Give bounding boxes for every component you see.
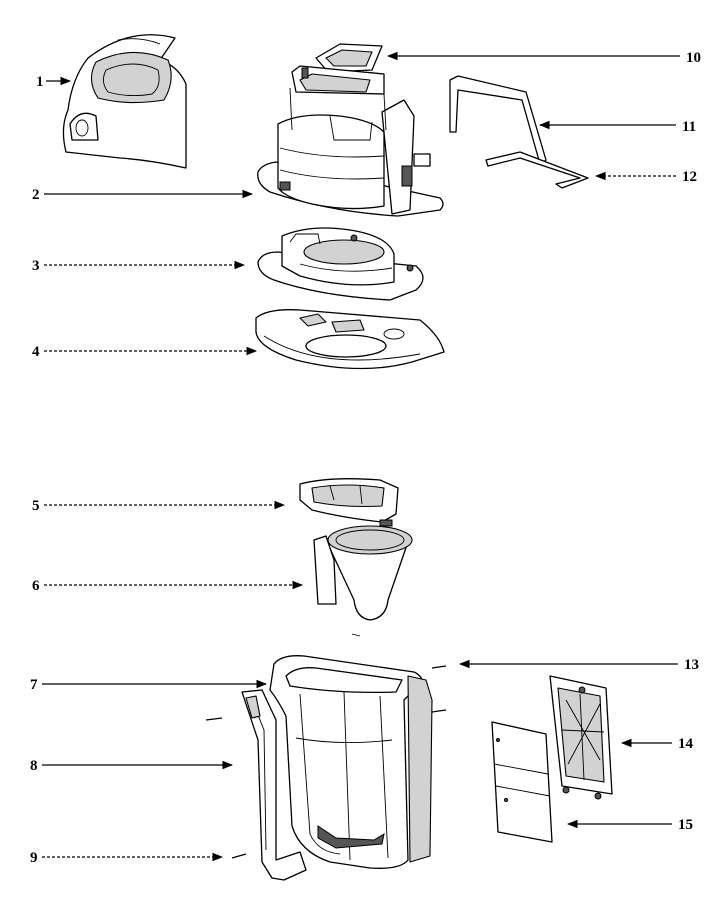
part-11-wire-bracket: [449, 75, 547, 165]
part-15-rear-plate: [491, 721, 553, 843]
callout-1: 1: [36, 74, 44, 90]
part-7-main-body: [269, 655, 433, 869]
callout-3: 3: [32, 258, 40, 274]
callout-10: 10: [686, 50, 701, 66]
callout-6: 6: [32, 578, 40, 594]
part-1-top-cover: [62, 34, 187, 169]
part-9-screw: [231, 853, 247, 859]
part-3-water-tank-base: [257, 227, 424, 301]
callout-8: 8: [30, 758, 38, 774]
callout-9: 9: [30, 850, 38, 866]
part-13-small-screw: [431, 665, 447, 713]
part-8-side-handle: [205, 689, 307, 881]
callout-13: 13: [684, 657, 699, 673]
callout-12: 12: [682, 169, 697, 185]
part-5-filter-holder: [299, 478, 399, 523]
part-4-base-gasket: [255, 309, 445, 370]
callout-11: 11: [682, 119, 696, 135]
part-12-wire-clip: [485, 151, 589, 189]
callout-2: 2: [32, 187, 40, 203]
callout-15: 15: [678, 817, 693, 833]
callout-7: 7: [30, 677, 38, 693]
part-10-lid-frame: [315, 43, 383, 73]
callout-14: 14: [678, 736, 694, 752]
part-14-grille-panel: [549, 675, 613, 800]
callout-5: 5: [32, 498, 40, 514]
part-2-reservoir-housing: [257, 65, 444, 217]
callout-4: 4: [32, 344, 40, 360]
part-6-filter-cone: [313, 519, 413, 637]
